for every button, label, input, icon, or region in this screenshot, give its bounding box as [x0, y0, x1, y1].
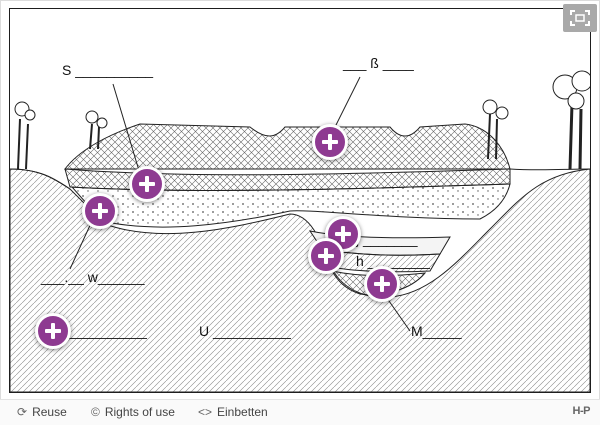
- label-s: S __________: [62, 62, 154, 78]
- label-u: U __________: [199, 323, 291, 339]
- rights-label: Rights of use: [104, 405, 175, 419]
- tree-right: [482, 70, 590, 170]
- hotspot-1[interactable]: [129, 166, 165, 202]
- code-icon: <>: [198, 405, 213, 419]
- hotspot-2[interactable]: [312, 124, 348, 160]
- label-m: M_____: [411, 323, 462, 339]
- label-w: ___.__ w______: [41, 269, 145, 285]
- reuse-icon: ⟳: [17, 405, 28, 419]
- label-j: j _______: [356, 231, 418, 247]
- label-blank: __________: [69, 323, 147, 339]
- hotspot-5[interactable]: [308, 238, 344, 274]
- fullscreen-icon: [570, 10, 590, 26]
- landscape-diagram: [9, 8, 591, 393]
- label-h: h ________: [356, 253, 430, 269]
- embed-label: Einbetten: [217, 405, 268, 419]
- tree-left: [14, 101, 108, 170]
- hotspot-6[interactable]: [364, 266, 400, 302]
- label-beta: ___ ß ____: [343, 55, 414, 71]
- embed-button[interactable]: <> Einbetten: [198, 405, 268, 419]
- fullscreen-button[interactable]: [563, 4, 597, 32]
- footer-bar: ⟳ Reuse © Rights of use <> Einbetten H-P: [0, 399, 600, 425]
- hotspot-7[interactable]: [35, 313, 71, 349]
- rights-of-use-button[interactable]: © Rights of use: [91, 405, 175, 419]
- copyright-icon: ©: [91, 405, 100, 419]
- cross-section-drawing: [10, 70, 590, 392]
- reuse-button[interactable]: ⟳ Reuse: [17, 405, 67, 419]
- h5p-logo[interactable]: H-P: [572, 405, 591, 417]
- reuse-label: Reuse: [32, 405, 67, 419]
- hotspot-4[interactable]: [325, 216, 361, 252]
- hotspot-3[interactable]: [82, 193, 118, 229]
